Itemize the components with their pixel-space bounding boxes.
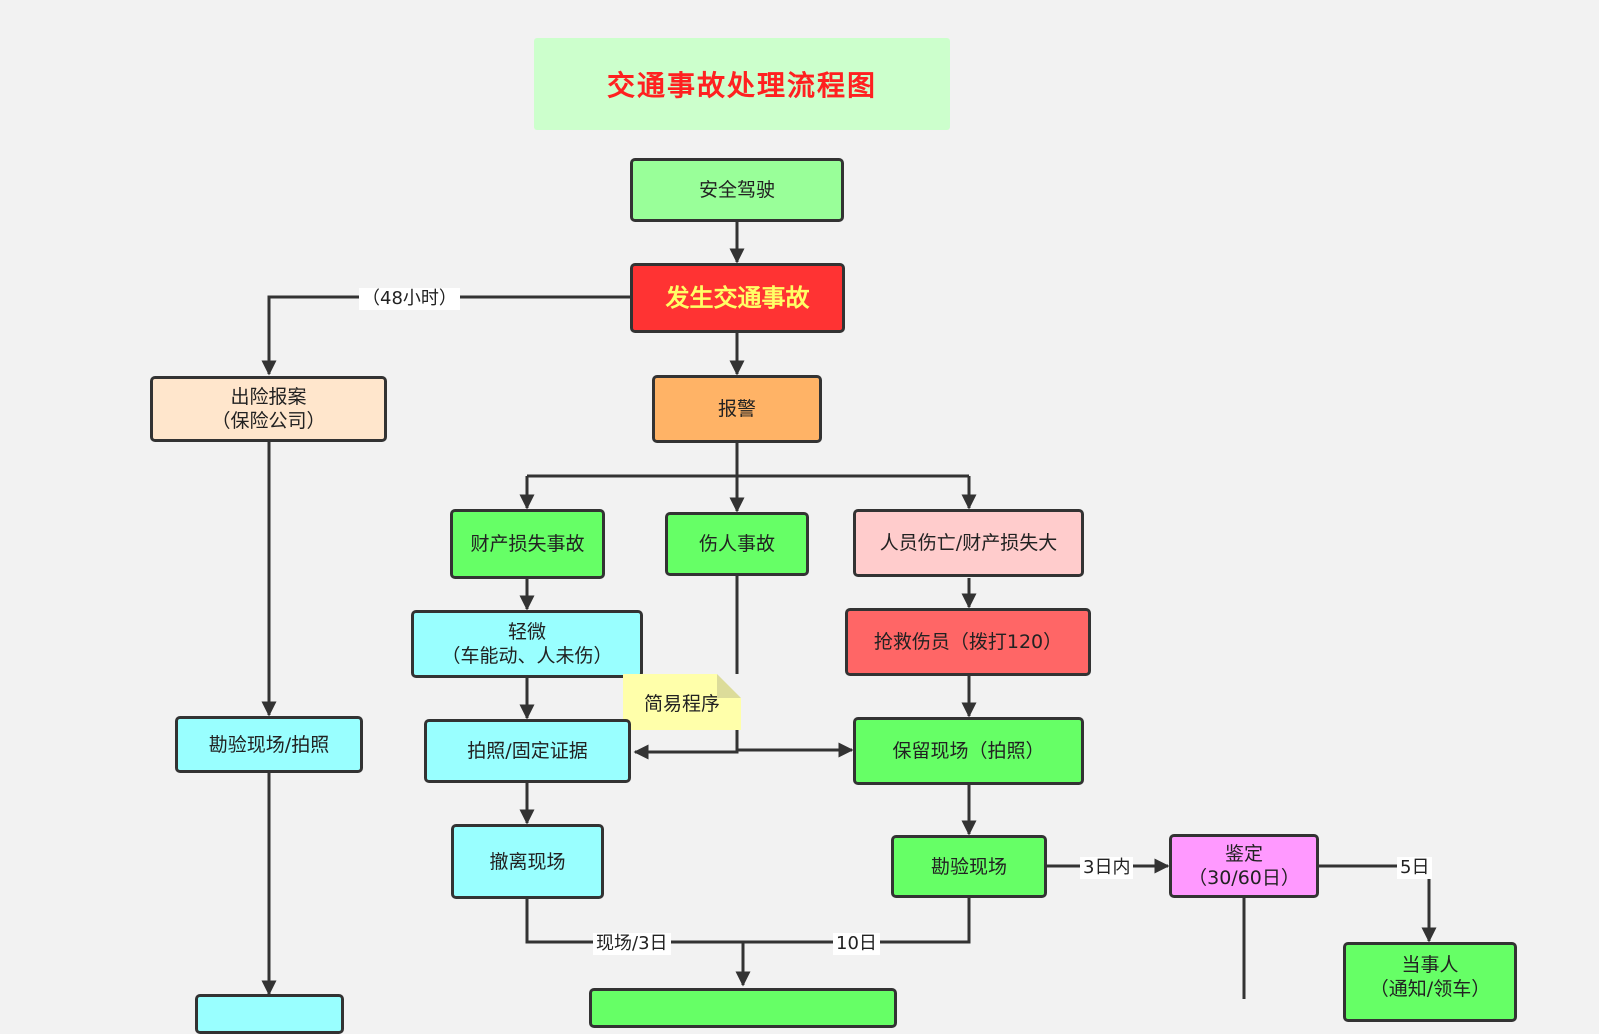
node-safe-driving[interactable]: 安全驾驶 <box>630 158 844 222</box>
edge-leave-to-merge <box>525 899 743 944</box>
node-preserve-scene[interactable]: 保留现场（拍照） <box>853 717 1084 785</box>
edge-injury-to-photo <box>633 575 739 760</box>
node-label: 人员伤亡/财产损失大 <box>879 532 1058 554</box>
edge-label-5days: 5日 <box>1397 857 1433 879</box>
note-fold-corner <box>717 674 741 698</box>
node-minor[interactable]: 轻微 （车能动、人未伤） <box>411 610 643 678</box>
node-survey-photo[interactable]: 勘验现场/拍照 <box>175 716 363 773</box>
node-label: 财产损失事故 <box>470 533 585 555</box>
node-label: 伤人事故 <box>698 533 775 555</box>
node-insurance-report[interactable]: 出险报案 （保险公司） <box>150 376 387 442</box>
node-label: 安全驾驶 <box>698 179 775 201</box>
node-appraisal[interactable]: 鉴定 （30/60日） <box>1169 834 1319 898</box>
node-report-police[interactable]: 报警 <box>652 375 822 443</box>
edge-label-10days: 10日 <box>833 933 880 955</box>
node-party[interactable]: 当事人 （通知/领车） <box>1343 942 1517 1022</box>
node-property-loss[interactable]: 财产损失事故 <box>450 509 605 579</box>
node-bottom-left-partial[interactable] <box>195 994 344 1034</box>
connector-layer <box>261 221 1437 999</box>
node-injury[interactable]: 伤人事故 <box>665 512 809 576</box>
note-label: 简易程序 <box>643 692 720 715</box>
diagram-title: 交通事故处理流程图 <box>606 69 877 102</box>
node-label: 拍照/固定证据 <box>467 740 588 762</box>
node-bottom-center-partial[interactable] <box>589 988 897 1028</box>
node-survey-scene[interactable]: 勘验现场 <box>891 835 1047 898</box>
node-label: 轻微 （车能动、人未伤） <box>441 621 613 667</box>
title-box: 交通事故处理流程图 <box>534 38 950 130</box>
node-accident[interactable]: 发生交通事故 <box>630 263 845 333</box>
node-label: 发生交通事故 <box>665 284 810 312</box>
node-label: 撤离现场 <box>489 850 566 873</box>
note-simple-procedure: 简易程序 <box>623 674 741 730</box>
node-rescue[interactable]: 抢救伤员（拨打120） <box>845 608 1091 676</box>
edge-label-scene-3days: 现场/3日 <box>593 933 671 955</box>
edge-police-branch <box>527 442 969 478</box>
edge-accident-to-insurance <box>261 295 630 376</box>
node-death-major-loss[interactable]: 人员伤亡/财产损失大 <box>853 509 1084 577</box>
node-label: 鉴定 （30/60日） <box>1188 843 1300 889</box>
node-photo-evidence[interactable]: 拍照/固定证据 <box>424 719 631 783</box>
node-label: 勘验现场 <box>930 855 1007 878</box>
node-label: 勘验现场/拍照 <box>208 733 330 756</box>
node-label: 保留现场（拍照） <box>892 740 1045 762</box>
edge-label-3days: 3日内 <box>1080 857 1134 879</box>
flowchart-canvas: 交通事故处理流程图 安全驾驶 发生交通事故 报警 出险报案 （保险公司） 财产损… <box>150 38 1517 1034</box>
node-label: 出险报案 （保险公司） <box>211 386 326 432</box>
node-label: 当事人 （通知/领车） <box>1369 954 1491 1000</box>
node-label: 报警 <box>717 398 756 420</box>
edge-survey-to-merge <box>743 898 971 944</box>
node-label: 抢救伤员（拨打120） <box>873 631 1063 653</box>
node-leave-scene[interactable]: 撤离现场 <box>451 824 604 899</box>
edge-label-48h: （48小时） <box>359 288 460 310</box>
